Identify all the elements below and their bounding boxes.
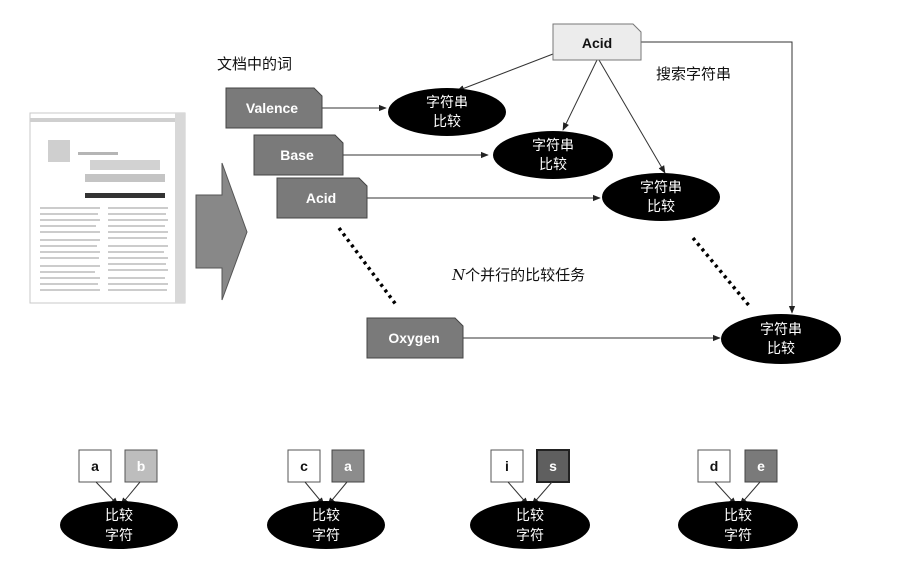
word-text: Oxygen	[388, 330, 439, 346]
compare-node-line1: 字符串	[426, 95, 468, 111]
char-box-right	[124, 449, 158, 483]
search-query-text: Acid	[582, 35, 612, 51]
compare-node-line2: 比较	[767, 341, 795, 357]
flow-arrow-shape	[195, 162, 248, 301]
parallel-tasks-label: N个并行的比较任务	[451, 266, 585, 284]
char-compare-line2: 字符	[312, 528, 340, 544]
compare-node-4: 字符串 比较	[721, 314, 841, 364]
char-right: a	[344, 458, 352, 474]
char-box-left	[78, 449, 112, 483]
char-box-right	[331, 449, 365, 483]
char-compare-3: i s 比较 字符	[470, 449, 590, 549]
compare-node-line2: 比较	[433, 114, 461, 130]
word-box-base: Base	[253, 134, 344, 176]
compare-node-2: 字符串 比较	[493, 131, 613, 179]
char-compare-line1: 比较	[105, 508, 133, 524]
search-query-box: Acid	[552, 23, 642, 61]
char-compare-line2: 字符	[105, 528, 133, 544]
char-compare-line1: 比较	[724, 508, 752, 524]
edge-query-compare-2	[562, 59, 598, 131]
char-compare-1: a b 比较 字符	[60, 449, 178, 549]
compare-node-line1: 字符串	[640, 180, 682, 196]
char-box-right	[744, 449, 778, 483]
char-left: i	[505, 458, 509, 474]
doc-words-label: 文档中的词	[217, 55, 292, 73]
compare-node-line1: 字符串	[532, 138, 574, 154]
compare-node-3: 字符串 比较	[602, 173, 720, 221]
word-text: Valence	[246, 100, 298, 116]
char-left: a	[91, 458, 99, 474]
parallel-rest-label: 个并行的比较任务	[465, 266, 585, 284]
char-compare-2: c a 比较 字符	[267, 449, 385, 549]
word-box-valence: Valence	[225, 87, 323, 129]
char-compare-line2: 字符	[516, 528, 544, 544]
char-left: c	[300, 458, 308, 474]
char-left: d	[710, 458, 719, 474]
ellipsis-dots-right	[691, 236, 753, 310]
edge-query-compare-1	[456, 53, 554, 92]
char-box-left	[287, 449, 321, 483]
char-compare-4: d e 比较 字符	[678, 449, 798, 549]
word-box-acid: Acid	[276, 177, 368, 219]
word-box-oxygen: Oxygen	[366, 317, 464, 359]
parallel-n-label: N	[451, 266, 466, 284]
char-compare-line2: 字符	[724, 528, 752, 544]
compare-node-line2: 比较	[539, 157, 567, 173]
word-text: Base	[280, 147, 314, 163]
word-text: Acid	[306, 190, 336, 206]
document-thumbnail	[29, 112, 186, 304]
search-string-label: 搜索字符串	[656, 65, 731, 83]
char-compare-line1: 比较	[312, 508, 340, 524]
compare-node-line2: 比较	[647, 199, 675, 215]
char-compare-line1: 比较	[516, 508, 544, 524]
ellipsis-dots-left	[337, 226, 399, 308]
compare-node-line1: 字符串	[760, 322, 802, 338]
char-right: e	[757, 458, 765, 474]
char-box-left	[697, 449, 731, 483]
char-box-right	[536, 449, 570, 483]
char-box-left	[490, 449, 524, 483]
compare-node-1: 字符串 比较	[388, 88, 506, 136]
char-right: s	[549, 458, 557, 474]
char-right: b	[137, 458, 146, 474]
edge-query-compare-4	[641, 41, 796, 314]
edge-query-compare-3	[598, 59, 666, 174]
